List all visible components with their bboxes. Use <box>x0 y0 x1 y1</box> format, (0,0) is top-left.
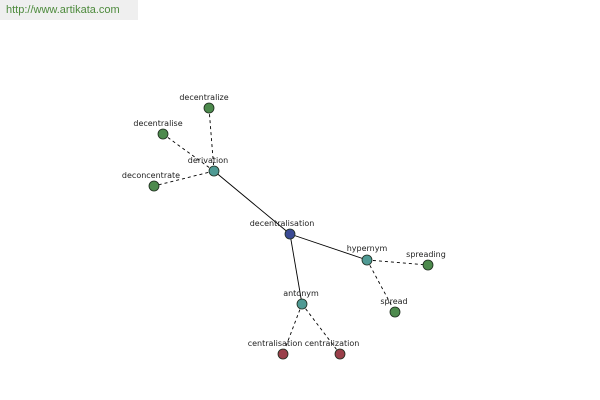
node-label-centralization[interactable]: centralization <box>305 339 360 348</box>
node-label-derivation[interactable]: derivation <box>188 156 228 165</box>
edge-hypernym-spreading <box>366 259 429 266</box>
edge-derivation-deconcentrate <box>153 170 215 187</box>
labels-layer: decentralisation derivation hypernym antony… <box>122 93 446 348</box>
edges-layer <box>153 107 429 355</box>
node-hypernym[interactable] <box>361 254 373 266</box>
node-decentralise[interactable] <box>157 128 169 140</box>
edge-derivation-decentralize <box>208 107 215 172</box>
node-deconcentrate[interactable] <box>148 180 160 192</box>
site-url-link[interactable]: http://www.artikata.com <box>0 0 138 20</box>
node-decentralisation[interactable] <box>284 228 296 240</box>
node-centralisation[interactable] <box>277 348 289 360</box>
node-label-spreading[interactable]: spreading <box>406 250 446 259</box>
node-label-deconcentrate[interactable]: deconcentrate <box>122 171 180 180</box>
node-label-antonym[interactable]: antonym <box>283 289 319 298</box>
node-label-spread[interactable]: spread <box>380 297 407 306</box>
node-label-centralisation[interactable]: centralisation <box>248 339 303 348</box>
nodes-layer <box>148 102 434 360</box>
node-decentralize[interactable] <box>203 102 215 114</box>
edge-antonym-centralisation <box>282 303 303 355</box>
node-spreading[interactable] <box>422 259 434 271</box>
node-label-decentralisation[interactable]: decentralisation <box>250 219 315 228</box>
node-centralization[interactable] <box>334 348 346 360</box>
node-label-decentralise[interactable]: decentralise <box>133 119 182 128</box>
node-spread[interactable] <box>389 306 401 318</box>
edge-hypernym-spread <box>366 259 396 313</box>
edge-decentralisation-antonym <box>289 233 303 305</box>
node-antonym[interactable] <box>296 298 308 310</box>
edge-decentralisation-hypernym <box>289 233 368 261</box>
edge-derivation-decentralise <box>162 133 215 172</box>
node-label-hypernym[interactable]: hypernym <box>347 244 388 253</box>
edge-antonym-centralization <box>301 303 341 355</box>
edge-decentralisation-derivation <box>213 170 291 235</box>
node-derivation[interactable] <box>208 165 220 177</box>
node-label-decentralize[interactable]: decentralize <box>179 93 228 102</box>
